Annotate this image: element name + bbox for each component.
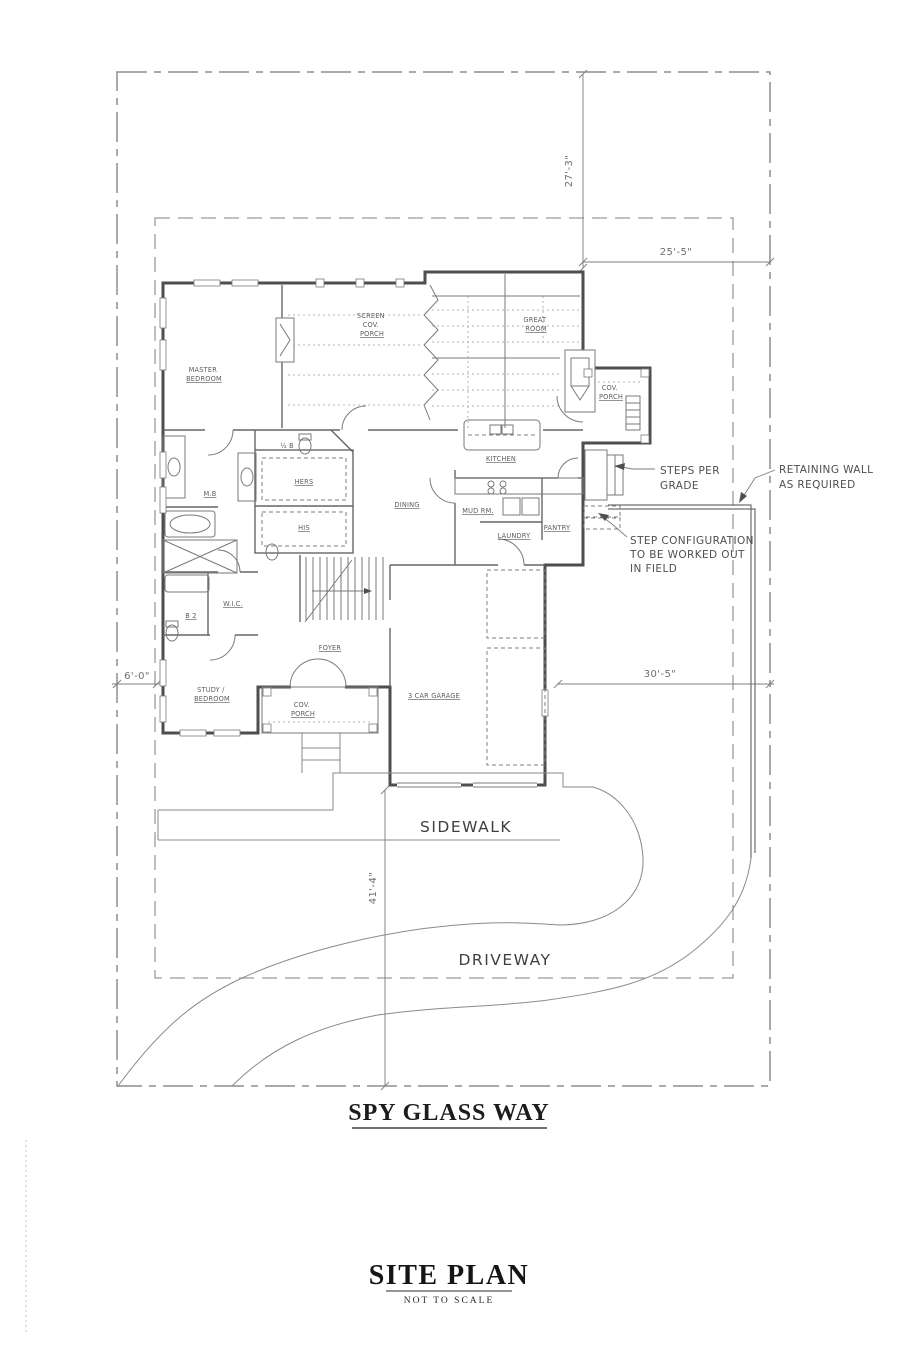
exterior-walls	[161, 270, 652, 787]
label-master-bedroom: MASTER BEDROOM	[186, 366, 222, 383]
sidewalk-label: SIDEWALK	[420, 818, 512, 836]
screen-porch-lines	[288, 284, 439, 421]
steps-per-grade-text: STEPS PER GRADE	[660, 465, 724, 492]
label-garage: 3 CAR GARAGE	[408, 692, 460, 700]
driveway	[117, 786, 752, 1087]
front-porch	[261, 686, 379, 734]
retaining-wall-text: RETAINING WALL AS REQUIRED	[779, 464, 877, 491]
label-mud-room: MUD RM.	[462, 507, 493, 515]
label-dining: DINING	[394, 501, 419, 509]
driveway-label: DRIVEWAY	[458, 951, 551, 969]
dim-rear-side-label: 25'-5"	[660, 247, 692, 258]
label-wic: W.I.C.	[223, 600, 243, 608]
dimension-rear-yard: 27'-3"	[564, 69, 588, 273]
fireplaces	[275, 317, 596, 413]
rear-porch-steps	[583, 368, 650, 444]
label-study: STUDY / BEDROOM	[194, 686, 230, 703]
label-kitchen: KITCHEN	[486, 455, 516, 463]
annotation-retaining-wall: RETAINING WALL AS REQUIRED	[739, 464, 877, 503]
bath-fixtures	[162, 433, 347, 642]
label-pantry: PANTRY	[544, 524, 571, 532]
retaining-wall	[608, 504, 756, 858]
room-labels: MASTER BEDROOM SCREEN COV. PORCH GREAT R…	[185, 312, 623, 718]
annotation-step-configuration: STEP CONFIGURATION TO BE WORKED OUT IN F…	[598, 513, 758, 575]
staircase	[304, 557, 384, 623]
scale-note: NOT TO SCALE	[404, 1296, 495, 1306]
great-room-ceiling-lines	[432, 274, 580, 428]
house-plan	[159, 270, 652, 789]
kitchen-fixtures	[454, 419, 584, 495]
label-cov-porch-right: COV. PORCH	[599, 384, 623, 401]
washer-dryer	[502, 497, 540, 516]
street-label: SPY GLASS WAY	[348, 1100, 550, 1126]
label-master-bath: M.B	[204, 490, 217, 498]
annotation-steps-per-grade: STEPS PER GRADE	[614, 463, 724, 492]
setback-line	[154, 217, 734, 979]
label-his-closet: HIS	[298, 524, 310, 532]
label-half-bath: ½ B	[280, 442, 294, 450]
dim-left-side-label: 6'-0"	[124, 671, 150, 682]
property-boundary-line	[116, 71, 771, 1087]
label-foyer: FOYER	[319, 644, 342, 652]
label-laundry: LAUNDRY	[498, 532, 532, 540]
sidewalk	[157, 733, 593, 841]
label-cov-porch-front: COV. PORCH	[291, 701, 315, 718]
street-name: SPY GLASS WAY	[348, 1100, 550, 1129]
door-swings	[207, 395, 584, 691]
dimension-right-side: 30'-5"	[553, 669, 775, 689]
stair-treads	[305, 557, 384, 620]
step-configuration-text: STEP CONFIGURATION TO BE WORKED OUT IN F…	[629, 535, 758, 575]
dimension-front-yard: 41'-4"	[368, 785, 390, 1091]
dim-right-side-label: 30'-5"	[644, 669, 676, 680]
garage-stalls	[486, 569, 546, 766]
garage-doors	[397, 781, 537, 789]
label-bath2: B 2	[185, 612, 196, 620]
sheet-title: SITE PLAN	[369, 1260, 530, 1291]
label-hers-closet: HERS	[295, 478, 314, 486]
label-great-room: GREAT ROOM	[523, 316, 548, 333]
label-screen-porch: SCREEN COV. PORCH	[357, 312, 387, 338]
dim-rear-setback-label: 27'-3"	[564, 155, 575, 187]
dim-front-yard-label: 41'-4"	[368, 872, 379, 904]
title-block: SITE PLAN NOT TO SCALE	[369, 1260, 530, 1306]
dimension-rear-side: 25'-5"	[578, 247, 775, 267]
